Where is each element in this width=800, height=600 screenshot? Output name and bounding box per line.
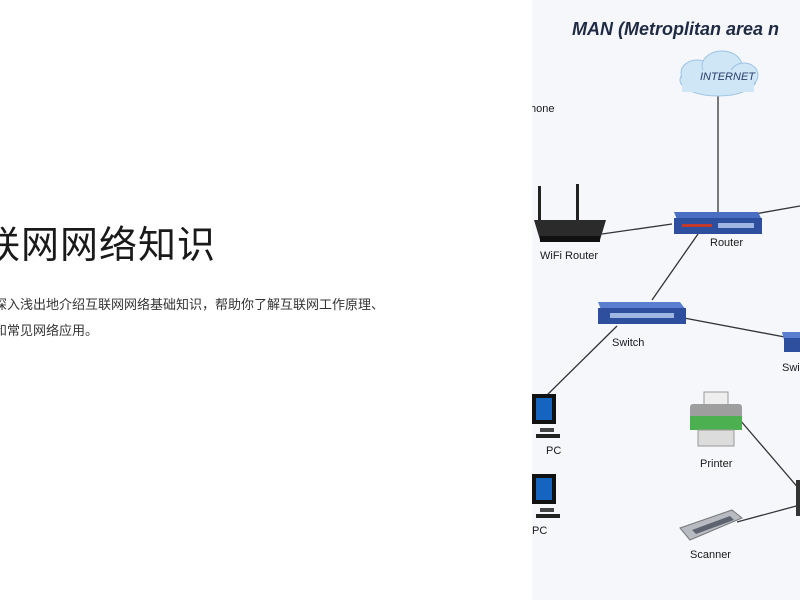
phone-label: hone — [532, 103, 554, 115]
printer-label: Printer — [700, 458, 733, 470]
description-line-1: 深入浅出地介绍互联网网络基础知识，帮助你了解互联网工作原理、 — [0, 298, 385, 313]
internet-cloud-icon — [679, 50, 759, 97]
diagram-heading: MAN (Metroplitan area n — [572, 19, 779, 39]
wifi-router-label: WiFi Router — [540, 250, 598, 262]
description: 深入浅出地介绍互联网网络基础知识，帮助你了解互联网工作原理、 和常见网络应用。 — [0, 293, 514, 345]
link-switch-pc — [541, 325, 618, 401]
switch-icon-2 — [782, 332, 800, 352]
link-scanner-hub — [736, 504, 800, 523]
pc-icon-2 — [532, 474, 560, 518]
switch-label: Switch — [612, 337, 644, 349]
pc1-label: PC — [546, 445, 561, 457]
pc-icon — [532, 394, 560, 438]
link-printer-hub — [739, 419, 800, 491]
internet-label: INTERNET — [700, 71, 756, 83]
scanner-label: Scanner — [690, 549, 731, 561]
switch-icon — [598, 302, 686, 324]
link-router-switch — [651, 233, 699, 301]
router-label: Router — [710, 237, 743, 249]
network-diagram-panel: MAN (Metroplitan area n INTERNET hone Wi… — [532, 0, 800, 600]
switch2-label: Swi — [782, 362, 800, 374]
scanner-icon — [679, 509, 743, 541]
page-title: 联网网络知识 — [0, 223, 217, 267]
printer-icon — [690, 391, 742, 447]
pc2-label: PC — [532, 525, 547, 537]
text-panel: 联网网络知识 深入浅出地介绍互联网网络基础知识，帮助你了解互联网工作原理、 和常… — [0, 223, 514, 345]
hub-icon — [796, 480, 800, 516]
link-switch-switch — [683, 317, 791, 339]
router-icon — [674, 212, 762, 234]
network-diagram: MAN (Metroplitan area n INTERNET hone Wi… — [532, 19, 800, 561]
link-wifi-router — [601, 223, 673, 235]
wifi-router-icon — [534, 184, 606, 242]
description-line-2: 和常见网络应用。 — [0, 324, 99, 339]
